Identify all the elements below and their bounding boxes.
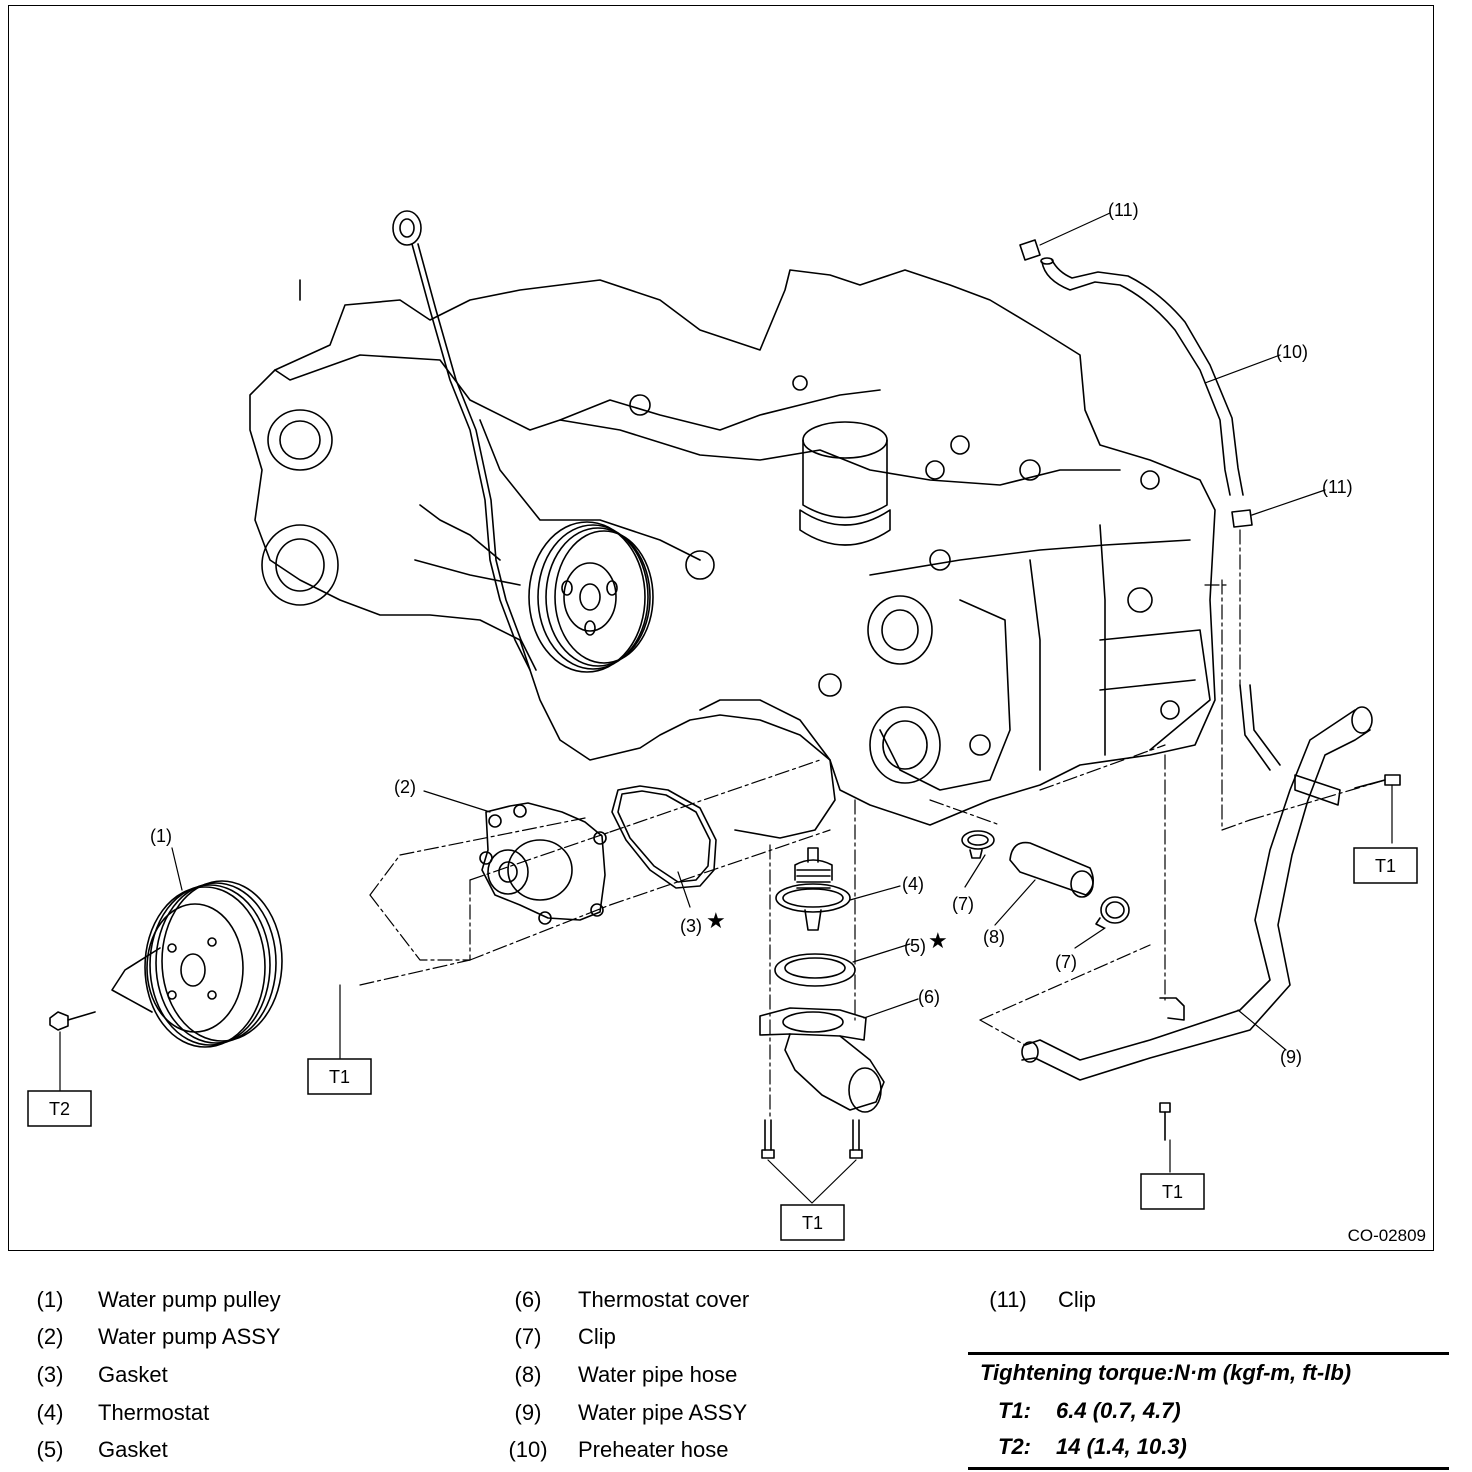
legend-number: (7) [514, 1324, 542, 1349]
preheater-hose [1040, 257, 1244, 496]
torque-table-title: Tightening torque:N·m (kgf-m, ft-lb) [980, 1360, 1352, 1385]
water-pump-pulley [111, 880, 283, 1048]
leader-lines [59, 212, 1393, 1204]
callout-7-lower: (7) [1055, 952, 1077, 972]
pipe-bolt-lower [1159, 1102, 1171, 1141]
oil-level-gauge [392, 210, 537, 671]
callout-5: (5) [904, 936, 926, 956]
legend-number: (9) [514, 1400, 542, 1425]
torque-box-t1-cover: T1 [780, 1204, 845, 1241]
torque-box-t1-pipe-lower: T1 [1140, 1173, 1205, 1210]
legend-label: Gasket [98, 1362, 168, 1387]
pipe-bolt-upper [1354, 774, 1401, 789]
legend-number: (1) [36, 1287, 64, 1312]
svg-text:T1: T1 [802, 1213, 823, 1233]
legend-number: (4) [36, 1400, 64, 1425]
legend-label: Thermostat [98, 1400, 210, 1425]
legend-label: Thermostat cover [578, 1287, 750, 1312]
legend-number: (6) [514, 1287, 542, 1312]
figure-code: CO-02809 [1347, 1226, 1426, 1245]
legend-label: Gasket [98, 1437, 168, 1462]
torque-row: T1: 6.4 (0.7, 4.7) [998, 1398, 1181, 1424]
legend-label: Clip [1058, 1287, 1096, 1312]
water-pipe-assy [1021, 706, 1373, 1081]
torque-value: 14 (1.4, 10.3) [1056, 1434, 1187, 1459]
hose-clip-lower [1095, 896, 1130, 929]
water-pump-assy [479, 802, 607, 925]
legend-label: Water pump ASSY [98, 1324, 281, 1349]
cover-bolts [761, 1119, 863, 1159]
callout-3: (3) [680, 916, 702, 936]
callout-11-side: (11) [1322, 477, 1353, 497]
diagram-frame [8, 5, 1434, 1251]
table-top-rule [968, 1352, 1449, 1355]
thermostat [775, 847, 851, 931]
torque-box-t1-pump: T1 [307, 1058, 372, 1095]
tightening-torque-table: Tightening torque:N·m (kgf-m, ft-lb) T1:… [968, 1352, 1449, 1470]
callout-10: (10) [1276, 342, 1308, 362]
legend-label: Clip [578, 1324, 616, 1349]
preheater-lower-segment [1239, 684, 1281, 771]
preheater-clip-top [1019, 239, 1041, 261]
legend-number: (8) [514, 1362, 542, 1387]
legend-label: Water pipe ASSY [578, 1400, 748, 1425]
legend-label: Preheater hose [578, 1437, 729, 1462]
torque-value: 6.4 (0.7, 4.7) [1056, 1398, 1181, 1423]
legend-number: (11) [989, 1287, 1027, 1312]
table-bottom-rule [968, 1467, 1449, 1470]
legend-label: Water pipe hose [578, 1362, 738, 1387]
callout-1: (1) [150, 826, 172, 846]
legend-number: (2) [36, 1324, 64, 1349]
torque-key: T2: [998, 1434, 1031, 1459]
pump-gasket [611, 785, 717, 889]
exploded-view-diagram: (1) (2) (3) ★ (4) (5) ★ (6) (7) (8) (7) … [27, 200, 1418, 1241]
callout-3-star: ★ [706, 908, 726, 933]
svg-text:T1: T1 [1162, 1182, 1183, 1202]
callout-6: (6) [918, 987, 940, 1007]
svg-text:T1: T1 [1375, 856, 1396, 876]
torque-box-t2-pulley: T2 [27, 1090, 92, 1127]
callout-7-upper: (7) [952, 894, 974, 914]
legend-label: Water pump pulley [98, 1287, 281, 1312]
torque-key: T1: [998, 1398, 1031, 1423]
callout-4: (4) [902, 874, 924, 894]
thermostat-gasket [774, 953, 856, 987]
torque-box-t1-pipe-upper: T1 [1353, 847, 1418, 884]
svg-text:T1: T1 [329, 1067, 350, 1087]
thermostat-cover [759, 1007, 885, 1113]
callout-11-top: (11) [1108, 200, 1139, 220]
callout-8: (8) [983, 927, 1005, 947]
pulley-bolt [49, 1011, 96, 1031]
torque-row: T2: 14 (1.4, 10.3) [998, 1434, 1187, 1460]
svg-text:T2: T2 [49, 1099, 70, 1119]
hose-clip-upper [961, 830, 995, 859]
legend-number: (10) [508, 1437, 548, 1462]
assembly-guide-lines [359, 529, 1386, 1121]
water-pipe-hose [1009, 841, 1094, 898]
callout-5-star: ★ [928, 928, 948, 953]
callout-2: (2) [394, 777, 416, 797]
engine-block [249, 269, 1216, 839]
callout-9: (9) [1280, 1047, 1302, 1067]
legend-number: (3) [36, 1362, 64, 1387]
preheater-clip-side [1231, 509, 1253, 528]
legend-number: (5) [36, 1437, 64, 1462]
